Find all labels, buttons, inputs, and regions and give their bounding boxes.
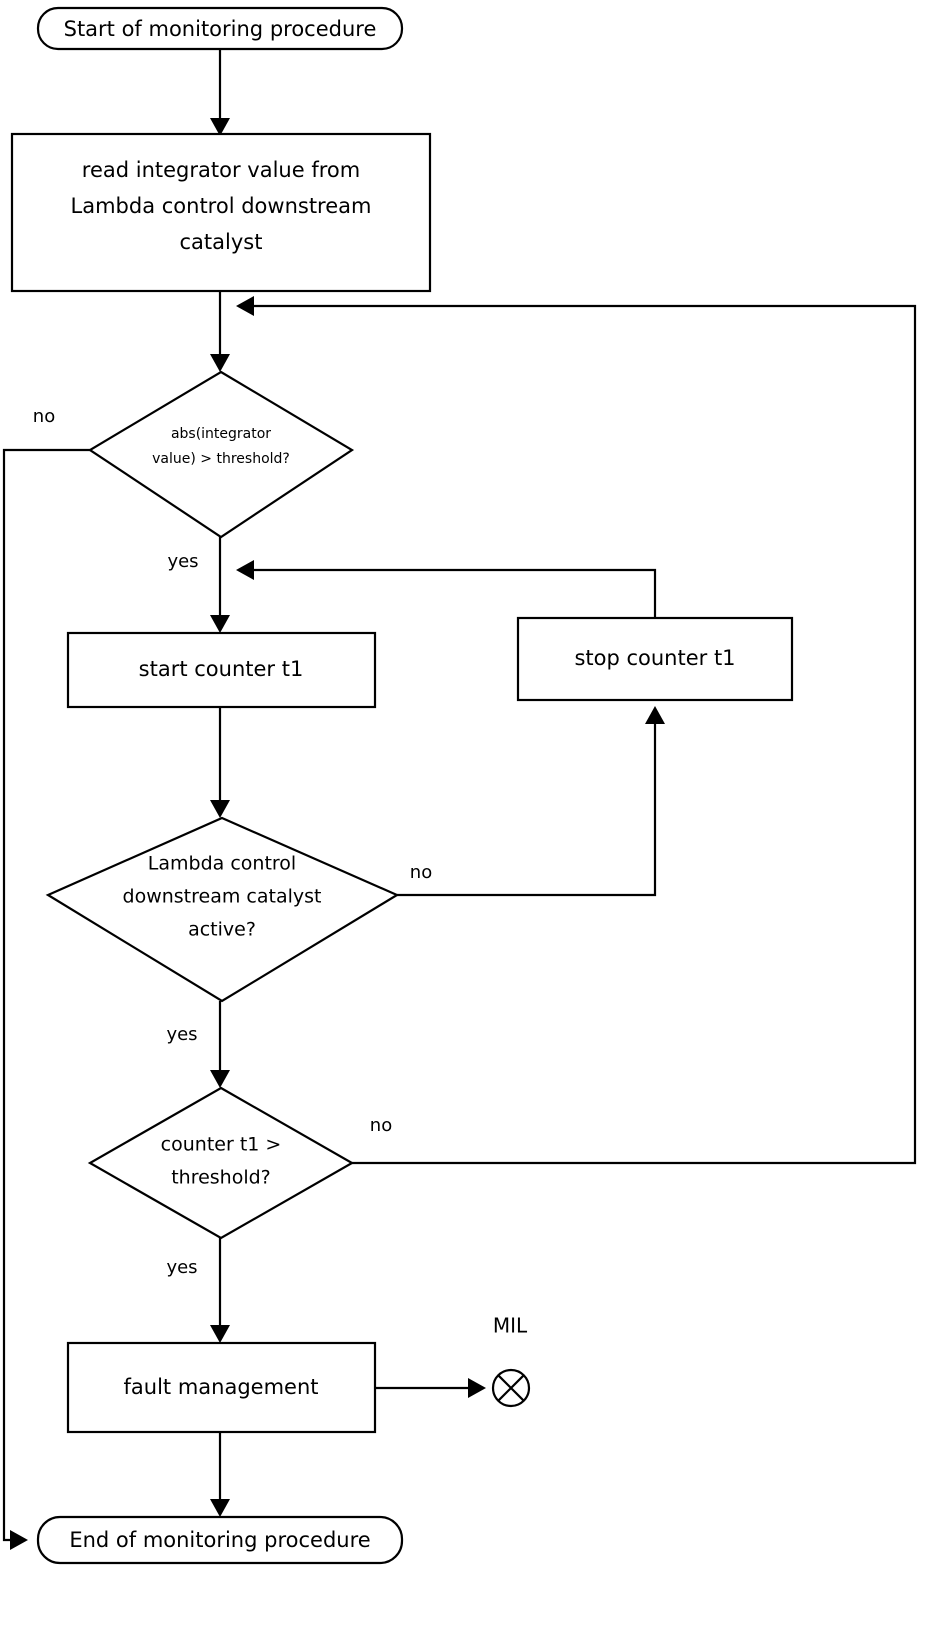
- node-stop-counter[interactable]: stop counter t1: [516, 616, 794, 702]
- mil-label: MIL: [493, 1314, 528, 1338]
- node-read-integrator-line3: catalyst: [180, 230, 263, 254]
- node-read-integrator-line2: Lambda control downstream: [71, 194, 372, 218]
- node-start[interactable]: Start of monitoring procedure: [36, 6, 404, 51]
- node-decision-counter-line1: counter t1 >: [161, 1134, 282, 1156]
- edge-fault-management-to-end: [210, 1432, 230, 1517]
- node-decision-lambda-line1: Lambda control: [148, 853, 296, 875]
- node-fault-management[interactable]: fault management: [66, 1341, 377, 1434]
- node-decision-counter-line2: threshold?: [171, 1167, 271, 1189]
- node-start-counter-label: start counter t1: [139, 657, 304, 681]
- node-stop-counter-label: stop counter t1: [574, 646, 735, 670]
- node-decision-abs-integrator[interactable]: abs(integrator value) > threshold?: [87, 370, 355, 539]
- node-decision-abs-line2: value) > threshold?: [152, 451, 290, 467]
- node-decision-lambda-line2: downstream catalyst: [123, 886, 322, 908]
- node-read-integrator-line1: read integrator value from: [82, 158, 360, 182]
- edge-counter-yes-to-fault-management: [210, 1238, 230, 1343]
- edge-start-counter-to-decision-lambda: [210, 707, 230, 818]
- edge-fault-management-to-mil: [375, 1378, 486, 1398]
- edge-abs-no-to-end: [2, 448, 90, 1550]
- node-decision-counter-threshold[interactable]: counter t1 > threshold?: [87, 1086, 355, 1240]
- edge-lambda-no-to-stop-counter: [397, 706, 665, 897]
- node-decision-lambda-active[interactable]: Lambda control downstream catalyst activ…: [45, 816, 400, 1003]
- edge-label-lambda-yes: yes: [166, 1024, 197, 1045]
- edge-lambda-yes-to-decision-counter: [210, 1001, 230, 1088]
- edge-label-counter-yes: yes: [166, 1257, 197, 1278]
- node-start-label: Start of monitoring procedure: [64, 17, 377, 41]
- node-read-integrator[interactable]: read integrator value from Lambda contro…: [10, 132, 432, 293]
- node-decision-lambda-line3: active?: [188, 919, 256, 941]
- edge-label-counter-no: no: [370, 1115, 392, 1136]
- edge-read-to-decision-abs: [210, 291, 230, 372]
- node-end-label: End of monitoring procedure: [69, 1528, 370, 1552]
- edge-label-abs-no: no: [33, 406, 55, 427]
- node-end[interactable]: End of monitoring procedure: [36, 1515, 404, 1565]
- edge-label-abs-yes: yes: [167, 551, 198, 572]
- node-mil-indicator[interactable]: MIL: [491, 1314, 531, 1408]
- edge-counter-no-return-loop: [236, 296, 917, 1165]
- edge-stop-counter-to-abs-yes-join: [236, 560, 657, 618]
- node-decision-abs-line1: abs(integrator: [171, 426, 271, 442]
- edge-start-to-read: [210, 49, 230, 136]
- edge-abs-yes-to-start-counter: [210, 537, 230, 633]
- node-fault-management-label: fault management: [124, 1375, 319, 1399]
- node-start-counter[interactable]: start counter t1: [66, 631, 377, 709]
- mil-cross-icon: [497, 1374, 525, 1402]
- edge-label-lambda-no: no: [410, 862, 432, 883]
